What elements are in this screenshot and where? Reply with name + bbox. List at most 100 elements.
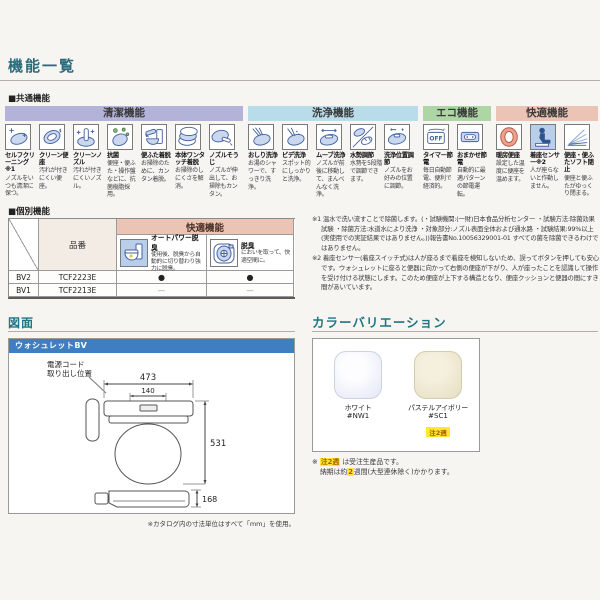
feature-item: 本体ワンタッチ着脱 お掃除のしにくさを解消。 [175, 124, 209, 199]
feature-desc: 設定した温度に便座を温めます。 [496, 160, 525, 183]
feature-item: OFF タイマー節電 毎日自動節電、便利で経済的。 [423, 124, 457, 199]
group-clean-header: 清潔機能 [5, 106, 243, 121]
clean-nozzle-icon [73, 124, 99, 150]
feature-item: おまかせ節電 自動的に最適パターンの節電運転。 [457, 124, 491, 199]
feature-title: 便ふた着脱 [141, 152, 171, 159]
dim-inner: 140 [141, 387, 154, 395]
feature-title: 抗菌 [107, 152, 119, 159]
feature-title: ビデ洗浄 [282, 152, 306, 159]
feature-title: ノズルそうじ [209, 152, 239, 167]
footnote-1: ※1 温水で洗い流すことで除菌します。(・試験機関:(一財)日本食品分析センター… [312, 215, 599, 252]
dim-height: 531 [210, 439, 226, 449]
feature-item: セルフクリーニング※1 ノズルをいつも清潔に保つ。 [5, 124, 39, 199]
row-number: TCF2223E [39, 271, 117, 284]
feature-title: おまかせ節電 [457, 152, 487, 167]
note-text: ※ [312, 458, 320, 466]
individual-functions-table: 品番 快適機能 オートパワー脱臭 使用後、脱臭から自動的に切り替わり強力に脱臭。… [8, 218, 295, 299]
color-variation-title: カラーバリエーション [312, 315, 447, 330]
color-swatch-white: ホワイト #NW1 [323, 351, 393, 451]
feature-item: 洗浄位置調節 ノズルをお好みの位置に調節。 [384, 124, 418, 199]
dim-width: 473 [140, 373, 156, 383]
feature-desc: 便座・便ふた・操作盤などに、抗菌樹脂採用。 [107, 160, 136, 199]
feature-desc: 汚れが付きにくい便座。 [39, 167, 68, 191]
color-notes: ※ 注2週 は受注生産品です。 納期は約2週間(大型連休除く)かかります。 [312, 457, 598, 477]
soft-close-icon [564, 124, 590, 150]
move-wash-icon [316, 124, 342, 150]
order-lead-time-tag: 注2週 [426, 427, 450, 438]
feature-title: 水勢調節 [350, 152, 374, 159]
row-model: BV2 [9, 271, 39, 284]
row-number: TCF2213E [39, 284, 117, 297]
ivory-swatch [414, 351, 462, 399]
feature-desc: ノズルをお好みの位置に調節。 [384, 167, 413, 191]
color-note-line1: ※ 注2週 は受注生産品です。 [312, 457, 598, 467]
color-name: パステルアイボリー [408, 404, 468, 412]
order-lead-time-tag: 注2週 [319, 458, 341, 466]
water-pressure-icon [350, 124, 376, 150]
drawing-title: 図面 [8, 316, 35, 330]
row-feature-value: — [117, 284, 207, 297]
feature-desc: 便座と便ふたがゆっくり閉まる。 [564, 174, 593, 198]
feature-item: 水勢調節 水勢を5段階で調節できます。 [350, 124, 384, 199]
group-wash: 洗浄機能 おしり洗浄 お湯のシャワーで、すっきり洗浄。 ビデ洗浄 スポット的にし… [248, 106, 418, 199]
note-text: 週間(大型連休除く)かかります。 [353, 468, 454, 477]
rear-wash-icon [248, 124, 274, 150]
group-comfort-header: 快適機能 [496, 106, 598, 121]
wash-position-icon [384, 124, 410, 150]
drawing-panel-header: ウォシュレットBV [9, 339, 294, 353]
feature-desc: 人が座らないと作動しません。 [530, 167, 559, 191]
feature-title: 便座・便ふたソフト閉止 [564, 152, 594, 174]
dim-side: 168 [202, 495, 217, 504]
lid-detach-icon [141, 124, 167, 150]
color-code: #NW1 [346, 412, 370, 421]
group-comfort: 快適機能 暖房便座 設定した温度に便座を温めます。 着座センサー※2 人が座らな… [496, 106, 598, 199]
feature-title: 本体ワンタッチ着脱 [175, 152, 205, 167]
model-number-header: 品番 [39, 219, 117, 271]
group-eco-header: エコ機能 [423, 106, 491, 121]
divider [312, 331, 598, 332]
divider [0, 80, 600, 81]
feature-desc: ノズルが前後に移動して、まんべんなく洗浄。 [316, 160, 345, 199]
diagonal-cell [9, 219, 39, 271]
feature-item: 便ふた着脱 お掃除のために、カンタン着脱。 [141, 124, 175, 199]
feature-title: 脱臭 [241, 242, 255, 251]
deodorize-icon [210, 238, 238, 267]
row-feature-value: ● [117, 271, 207, 284]
one-touch-detach-icon [175, 124, 201, 150]
feature-desc: お湯のシャワーで、すっきり洗浄。 [248, 160, 277, 191]
feature-title: ムーブ洗浄 [316, 152, 346, 159]
cord-label: 取り出し位置 [47, 368, 92, 378]
auto-saving-icon [457, 124, 483, 150]
group-wash-header: 洗浄機能 [248, 106, 418, 121]
feature-title: 暖房便座 [496, 152, 520, 159]
feature-title: おしり洗浄 [248, 152, 278, 159]
lead-time-number: 2 [347, 468, 354, 477]
feature-desc: においを取って、快適空間に。 [241, 250, 290, 264]
heated-seat-icon [496, 124, 522, 150]
color-swatch-ivory: パステルアイボリー #SC1 注2週 [403, 351, 473, 451]
note-text: は受注生産品です。 [340, 458, 403, 466]
feature-item: クリーン便座 汚れが付きにくい便座。 [39, 124, 73, 199]
nozzle-clean-icon [209, 124, 235, 150]
color-variation-panel: ホワイト #NW1 パステルアイボリー #SC1 注2週 [312, 338, 480, 452]
antibacterial-icon [107, 124, 133, 150]
feature-desc: ノズルをいつも清潔に保つ。 [5, 174, 34, 198]
color-note-line2: 納期は約2週間(大型連休除く)かかります。 [312, 467, 598, 477]
feature-title: クリーンノズル [73, 152, 102, 167]
feature-desc: 水勢を5段階で調節できます。 [350, 160, 383, 183]
drawing-panel: ウォシュレットBV [8, 338, 295, 514]
bidet-wash-icon [282, 124, 308, 150]
group-eco: エコ機能 OFF タイマー節電 毎日自動節電、便利で経済的。 おまかせ節電 自動… [423, 106, 491, 199]
feature-item: 抗菌 便座・便ふた・操作盤などに、抗菌樹脂採用。 [107, 124, 141, 199]
feature-title: タイマー節電 [423, 152, 453, 167]
note-text: 納期は約 [320, 468, 348, 477]
feature-title: セルフクリーニング※1 [5, 152, 35, 174]
timer-saving-icon: OFF [423, 124, 449, 150]
feature-item: クリーンノズル 汚れが付きにくいノズル。 [73, 124, 107, 199]
feature-item: 着座センサー※2 人が座らないと作動しません。 [530, 124, 564, 198]
clean-seat-icon [39, 124, 65, 150]
self-cleaning-icon [5, 124, 31, 150]
feature-desc: スポット的にしっかりと洗浄。 [282, 160, 311, 183]
group-clean: 清潔機能 セルフクリーニング※1 ノズルをいつも清潔に保つ。 クリーン便座 汚れ… [5, 106, 243, 199]
feature-item: おしり洗浄 お湯のシャワーで、すっきり洗浄。 [248, 124, 282, 199]
